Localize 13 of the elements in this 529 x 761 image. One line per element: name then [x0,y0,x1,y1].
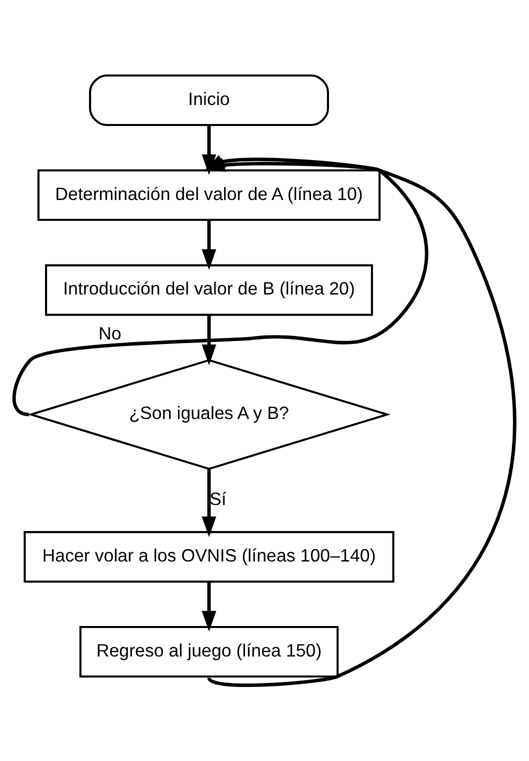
arrow [202,314,216,366]
arrow [202,582,216,632]
edge-label: No [98,324,122,344]
node-box: Determinación del valor de A (línea 10) [37,169,381,221]
arrow [202,220,216,270]
arrow [202,125,216,176]
node-box: Regreso al juego (línea 150) [79,626,339,678]
edge-label: Sí [210,489,226,510]
node-diamond: ¿Son iguales A y B? [27,359,391,470]
node-box: Inicio [89,74,329,126]
arrow [202,469,216,538]
node-box: Introducción del valor de B (línea 20) [45,264,374,316]
node-box: Hacer volar a los OVNIS (líneas 100–140) [24,531,394,583]
